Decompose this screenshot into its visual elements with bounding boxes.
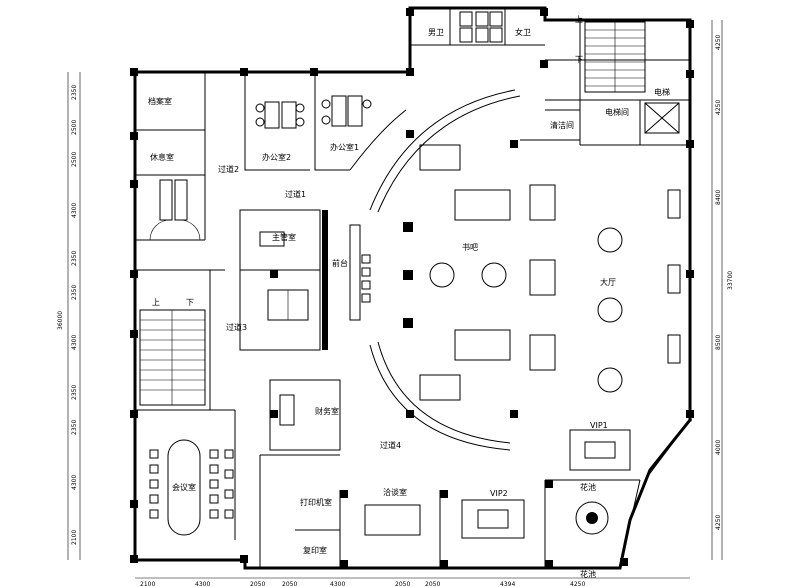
room-label-flower2: 花池 [580, 569, 596, 579]
room-label-finance: 财务室 [315, 406, 339, 416]
dim-right-4: 4000 [715, 440, 722, 455]
dim-left-2: 2500 [71, 152, 78, 167]
room-label-bookbar: 书吧 [462, 242, 478, 252]
vip-furniture [364, 429, 631, 539]
room-label-archive: 档案室 [148, 96, 172, 106]
room-label-stair-up-right: 上 [575, 15, 583, 24]
room-label-stair-up-left: 上 [152, 298, 160, 307]
room-label-negotiation: 洽谈室 [383, 487, 407, 497]
dim-right-3: 8500 [715, 335, 722, 350]
meeting-table [149, 439, 234, 536]
dim-left-0: 2350 [71, 85, 78, 100]
room-label-flower1: 花池 [580, 482, 596, 492]
room-label-male-wc: 男卫 [428, 28, 444, 37]
room-labels: 档案室 休息室 办公室2 办公室1 过道2 过道1 过道3 过道4 主管室 财务… [148, 15, 670, 579]
room-label-front-desk: 前台 [332, 258, 348, 268]
hall-furniture [349, 144, 681, 401]
dim-right-total: 33700 [727, 271, 734, 290]
dim-left-total: 36000 [57, 311, 64, 330]
room-label-corridor2: 过道2 [218, 164, 239, 174]
dim-right-5: 4250 [715, 515, 722, 530]
room-label-stair-down-right: 下 [575, 55, 583, 64]
room-label-corridor3: 过道3 [226, 322, 247, 332]
room-label-corridor4: 过道4 [380, 440, 401, 450]
room-label-female-wc: 女卫 [515, 27, 531, 37]
dim-top-4: 4300 [330, 581, 345, 587]
room-label-vip1: VIP1 [590, 421, 608, 430]
room-label-hall: 大厅 [600, 277, 616, 287]
room-label-copy-room: 复印室 [303, 545, 327, 555]
dim-top-2: 2050 [250, 581, 265, 587]
dimension-left: 36000 2350 2500 2500 4300 2350 2350 4300… [57, 72, 81, 560]
stair-left [139, 309, 206, 406]
dim-left-4: 2350 [71, 251, 78, 266]
dim-top-0: 2100 [140, 581, 155, 587]
dim-left-5: 2350 [71, 285, 78, 300]
room-label-stair-down-left: 下 [186, 298, 194, 307]
curved-walls [369, 89, 521, 451]
stair-right [584, 21, 646, 93]
dim-left-6: 4300 [71, 335, 78, 350]
room-label-cleaning: 清洁间 [550, 120, 574, 130]
room-label-corridor1: 过道1 [285, 189, 306, 199]
dim-right-1: 4250 [715, 100, 722, 115]
dim-top-1: 4300 [195, 581, 210, 587]
room-label-manager: 主管室 [272, 232, 296, 242]
interior-walls [135, 8, 690, 568]
room-label-vip2: VIP2 [490, 489, 508, 498]
dim-left-9: 4300 [71, 475, 78, 490]
room-label-print-room: 打印机室 [300, 497, 332, 507]
dim-top-3: 2050 [282, 581, 297, 587]
dim-right-0: 4250 [715, 35, 722, 50]
room-label-elevator-room: 电梯间 [605, 107, 629, 117]
office-desks [255, 95, 372, 426]
dim-right-2: 8400 [715, 190, 722, 205]
dim-left-10: 2100 [71, 530, 78, 545]
dim-top-7: 4394 [500, 581, 515, 587]
dim-left-3: 4300 [71, 203, 78, 218]
elevators-left [149, 179, 201, 241]
room-label-meeting: 会议室 [172, 482, 196, 492]
dimension-right: 33700 4250 4250 8400 8500 4000 4250 [711, 20, 734, 560]
room-label-office2: 办公室2 [262, 152, 291, 162]
dimension-bottom: 2100 4300 2050 2050 4300 2050 2050 4394 … [135, 577, 690, 587]
dim-left-7: 2350 [71, 385, 78, 400]
dim-top-5: 2050 [395, 581, 410, 587]
room-label-office1: 办公室1 [330, 142, 359, 152]
dim-top-6: 2050 [425, 581, 440, 587]
columns [130, 8, 694, 568]
room-label-elevator: 电梯 [654, 87, 670, 97]
dim-top-8: 4250 [570, 581, 585, 587]
room-label-lounge: 休息室 [150, 152, 174, 162]
dim-left-1: 2500 [71, 120, 78, 135]
dim-left-8: 2350 [71, 420, 78, 435]
